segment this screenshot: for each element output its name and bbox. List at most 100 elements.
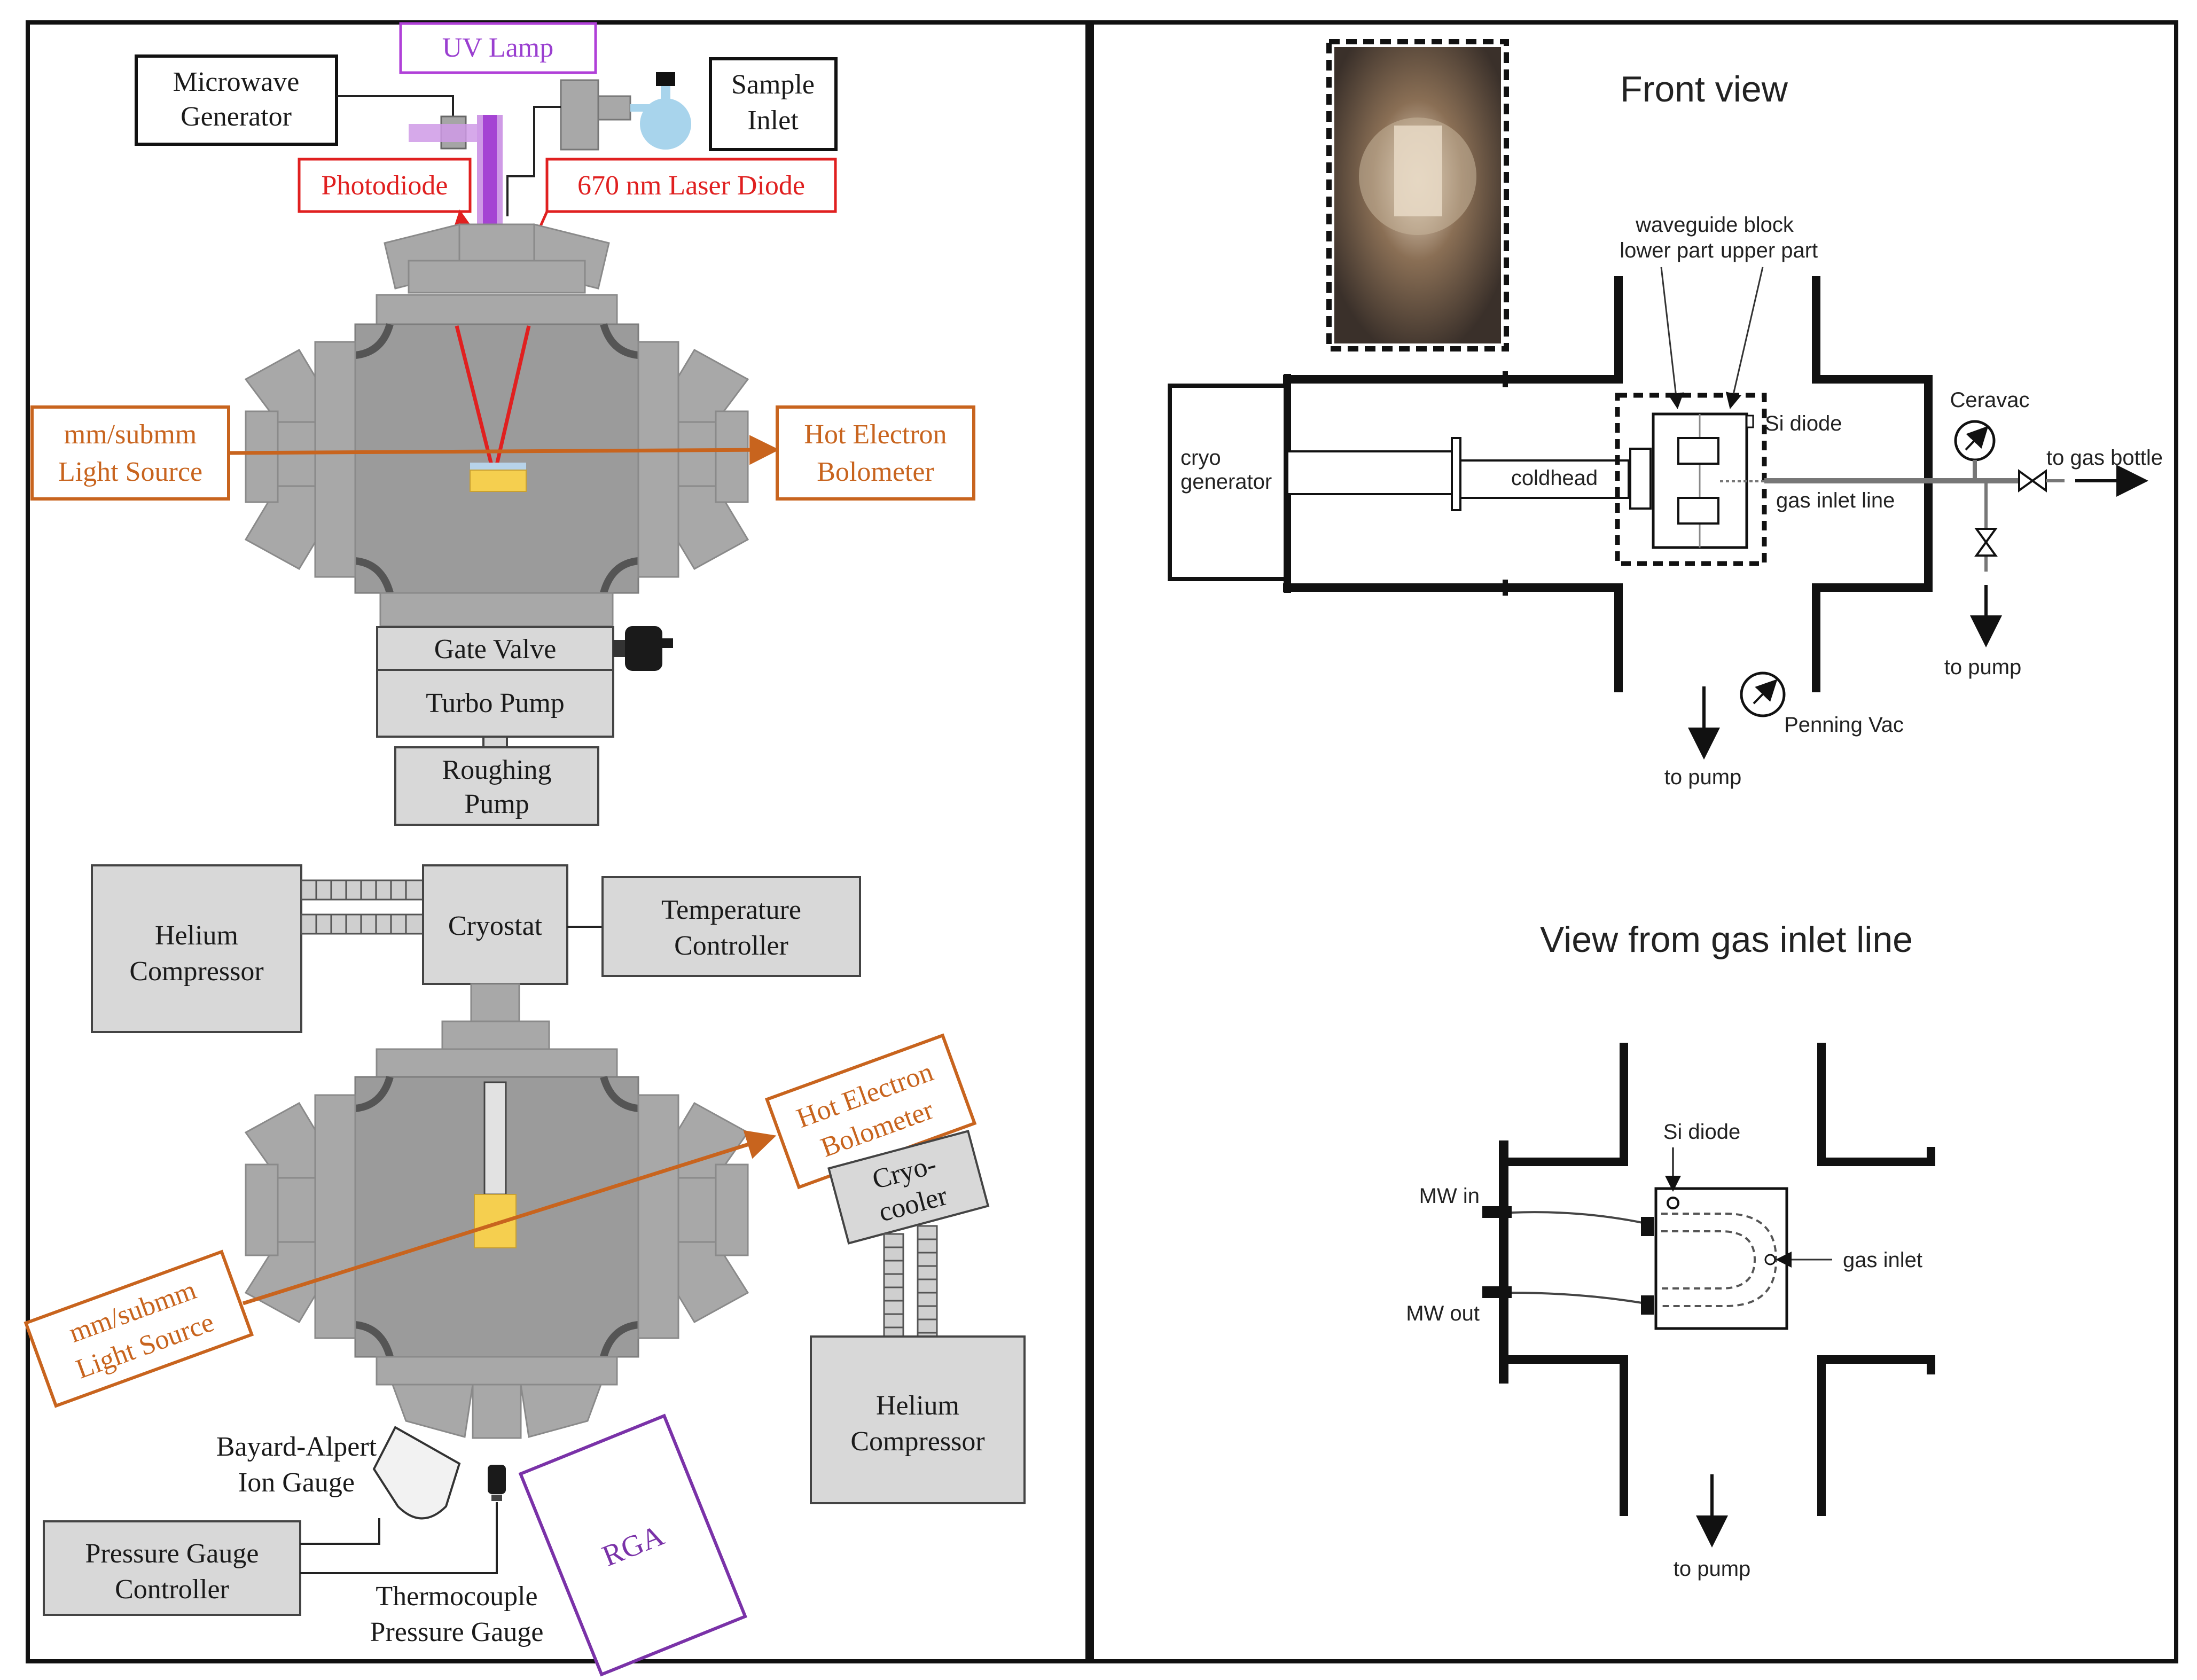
top-flange: [376, 294, 618, 325]
flex-hoses-right: [883, 1225, 938, 1338]
cryostat-setup: Helium Compressor Cryostat Temperature C…: [24, 864, 1026, 1677]
chamber-corner-bl: [355, 557, 394, 594]
coldhead-flange: [1451, 437, 1461, 511]
si-diode-hole: [1667, 1197, 1679, 1209]
chamber-photo-block: [1394, 126, 1442, 216]
mw-out-port: [1482, 1286, 1512, 1298]
helium-compressor-right-label-1: Helium: [876, 1390, 959, 1421]
to-pump-right-label: to pump: [1944, 655, 2022, 679]
laser-diode-box: [545, 158, 837, 213]
chamber-corner-tl: [355, 323, 394, 359]
pressure-gauge-controller-box: [43, 1520, 301, 1616]
cryostat-neck: [470, 983, 520, 1022]
sample-inlet-label-1: Sample: [731, 69, 815, 100]
cryo-cooler-box: Cryo- cooler: [827, 1129, 990, 1245]
photodiode-box: [298, 158, 472, 213]
gauge-cable-1: [300, 1518, 380, 1545]
sample-line: [506, 106, 561, 216]
cryostat-top-flange-2: [376, 1048, 618, 1078]
laser-diode-label: 670 nm Laser Diode: [577, 170, 805, 201]
waveguide-lower-slot: [1677, 497, 1719, 525]
laser-beam-left: [455, 325, 494, 465]
cryostat-box: [422, 864, 568, 985]
sample-valve: [560, 79, 599, 151]
uhv-chamber-setup: UV Lamp Microwave Generator Sample Inlet…: [30, 22, 975, 826]
uv-tube: [483, 115, 497, 224]
gas-inlet-view-title: View from gas inlet line: [1540, 919, 1913, 960]
roughing-pump-box: [394, 746, 599, 826]
left-port-outer: [245, 410, 279, 503]
coldhead-label: coldhead: [1511, 466, 1598, 490]
chamber-corner-br: [600, 557, 639, 594]
gate-valve-actuator-stem: [613, 640, 625, 657]
bottom-port-left: [391, 1384, 474, 1438]
chamber2-right-flange: [637, 1094, 679, 1339]
uv-glow-arm: [409, 124, 491, 142]
chamber2-left-port-mid: [277, 1177, 316, 1243]
chamber2-corner-tr: [600, 1075, 639, 1112]
roughing-pump-label-1: Roughing: [442, 755, 551, 785]
cross-wall-top-right: [1817, 1043, 1935, 1166]
ceravac-needle: [1965, 426, 1989, 451]
temperature-controller-label-1: Temperature: [661, 895, 801, 925]
cold-finger: [483, 1081, 507, 1195]
bolometer-box-bottom: Hot Electron Bolometer: [764, 1033, 977, 1190]
gate-valve-actuator: [625, 626, 662, 671]
gate-valve-label: Gate Valve: [434, 634, 557, 665]
ion-gauge-label-2: Ion Gauge: [238, 1467, 355, 1498]
waveguide-block-label: waveguide block: [1635, 213, 1794, 237]
bottom-flange: [379, 592, 614, 627]
tube-top-wall: [1283, 276, 1623, 384]
mw-in-label: MW in: [1419, 1184, 1480, 1208]
cross-wall-bottom-left: [1499, 1355, 1628, 1516]
turbo-pump-box: [376, 669, 614, 738]
top-port-base: [408, 260, 586, 294]
flex-hoses-top: [300, 879, 424, 935]
light-source-top-label-2: Light Source: [58, 457, 202, 487]
roughing-pump-label-2: Pump: [464, 789, 529, 819]
temperature-controller-box: [601, 876, 861, 977]
chamber2-bottom-flange: [376, 1356, 618, 1386]
right-flange: [637, 341, 679, 578]
si-diode-label: Si diode: [1765, 412, 1842, 435]
chamber2-right-port-mid: [677, 1177, 717, 1243]
microwave-cable: [337, 95, 454, 116]
thermocouple-label-1: Thermocouple: [376, 1581, 537, 1612]
coldhead-body: [1459, 459, 1630, 499]
cryo-generator-label-1: cryo: [1180, 446, 1221, 470]
rga-box: RGA: [518, 1413, 748, 1677]
laser-beam-right: [495, 325, 531, 465]
helium-compressor-right-box: [810, 1335, 1026, 1504]
chamber-corner-tr: [600, 323, 639, 359]
turbo-pump-neck: [482, 736, 508, 748]
right-port-outer: [715, 410, 749, 503]
bottom-port-center: [472, 1384, 522, 1439]
microwave-generator-box: [135, 54, 338, 146]
thermocouple-gauge: [488, 1465, 506, 1494]
to-pump-label: to pump: [1674, 1557, 1751, 1581]
temperature-controller-label-2: Controller: [674, 931, 788, 961]
bolometer-top-label-1: Hot Electron: [804, 419, 947, 450]
mw-in-port: [1482, 1206, 1512, 1218]
valve-right: [2018, 469, 2047, 493]
uv-lamp-label: UV Lamp: [442, 33, 553, 63]
right-cross-top: [1812, 276, 1933, 692]
light-source-top-label-1: mm/submm: [64, 419, 197, 450]
tube-bottom-wall: [1283, 583, 1623, 692]
sample-valve-stem: [597, 95, 631, 121]
uv-lamp-box: [399, 22, 597, 74]
gate-valve-actuator-tip: [662, 638, 673, 648]
sample-inlet-label-2: Inlet: [747, 105, 799, 136]
sample-substrate: [470, 470, 527, 492]
pressure-gauge-controller-label-1: Pressure Gauge: [85, 1538, 259, 1569]
bottom-port-right: [520, 1384, 603, 1438]
right-panel-frame: [1090, 20, 2178, 1663]
helium-compressor-left-box: [91, 864, 302, 1033]
cross-wall-top-left: [1499, 1043, 1628, 1166]
cross-wall-bottom-right: [1817, 1355, 1935, 1516]
photodiode-label: Photodiode: [322, 170, 448, 201]
thz-beam-bottom: [242, 1130, 777, 1306]
upper-part-label: upper part: [1721, 239, 1818, 262]
lower-part-pointer: [1660, 267, 1684, 409]
